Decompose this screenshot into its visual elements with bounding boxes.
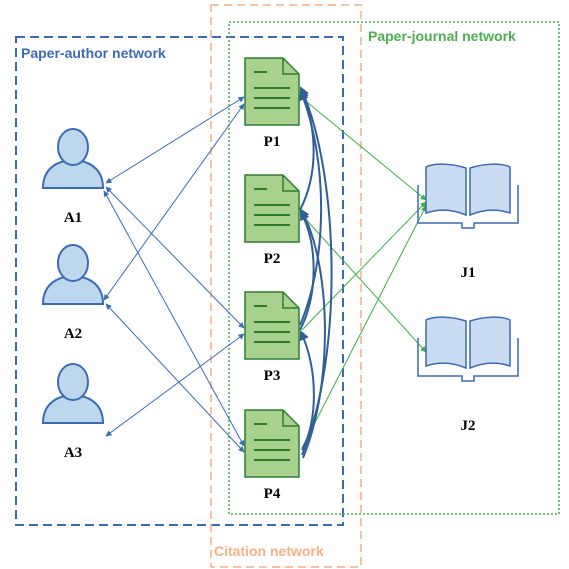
- edge-a1-p1: [105, 96, 245, 184]
- edge-a1-p4: [103, 190, 245, 447]
- person-icon: [41, 244, 105, 305]
- open-book-icon: [417, 316, 519, 382]
- document-icon: [244, 409, 300, 478]
- journal-node-j2: J2: [417, 316, 519, 434]
- paper-node-p4: P4: [244, 409, 300, 502]
- author-label: A3: [64, 445, 82, 461]
- author-node-a1: A1: [41, 128, 105, 226]
- person-icon: [41, 363, 105, 424]
- document-icon: [244, 291, 300, 360]
- paper-node-p2: P2: [244, 174, 300, 267]
- citation-edges: [299, 86, 333, 459]
- citation-p4-p3: [299, 330, 315, 451]
- paper-author-network-label: Paper-author network: [21, 45, 166, 61]
- journal-label: J2: [461, 418, 476, 434]
- person-icon: [41, 128, 105, 189]
- citation-p3-p1: [299, 90, 323, 326]
- paper-label: P2: [264, 251, 281, 267]
- paper-journal-edges: [301, 97, 427, 449]
- citation-network-box: [210, 4, 362, 568]
- paper-node-p1: P1: [244, 57, 300, 150]
- paper-label: P3: [264, 368, 281, 384]
- author-label: A1: [64, 210, 82, 226]
- citation-p3-p2: [299, 210, 315, 331]
- paper-label: P1: [264, 134, 281, 150]
- document-icon: [244, 174, 300, 243]
- paper-node-p3: P3: [244, 291, 300, 384]
- document-icon: [244, 57, 300, 126]
- journal-label: J1: [461, 265, 476, 281]
- paper-author-network-box: [15, 36, 344, 526]
- open-book-icon: [417, 163, 519, 229]
- edge-p3-j1: [301, 201, 427, 331]
- citation-network-label: Citation network: [214, 543, 324, 559]
- edge-a1-p3: [105, 186, 245, 329]
- edge-p2-j2: [301, 214, 427, 353]
- edge-a2-p1: [103, 103, 245, 301]
- author-label: A2: [64, 326, 82, 342]
- paper-journal-network-label: Paper-journal network: [368, 28, 516, 44]
- edge-a2-p4: [105, 303, 245, 453]
- edge-a3-p3: [105, 333, 245, 437]
- author-paper-edges: [103, 96, 245, 453]
- edge-p4-j1: [301, 205, 427, 449]
- paper-label: P4: [264, 486, 281, 502]
- journal-node-j1: J1: [417, 163, 519, 281]
- author-node-a2: A2: [41, 244, 105, 342]
- citation-p4-p2: [299, 208, 326, 459]
- edge-p1-j1: [301, 97, 427, 201]
- author-node-a3: A3: [41, 363, 105, 461]
